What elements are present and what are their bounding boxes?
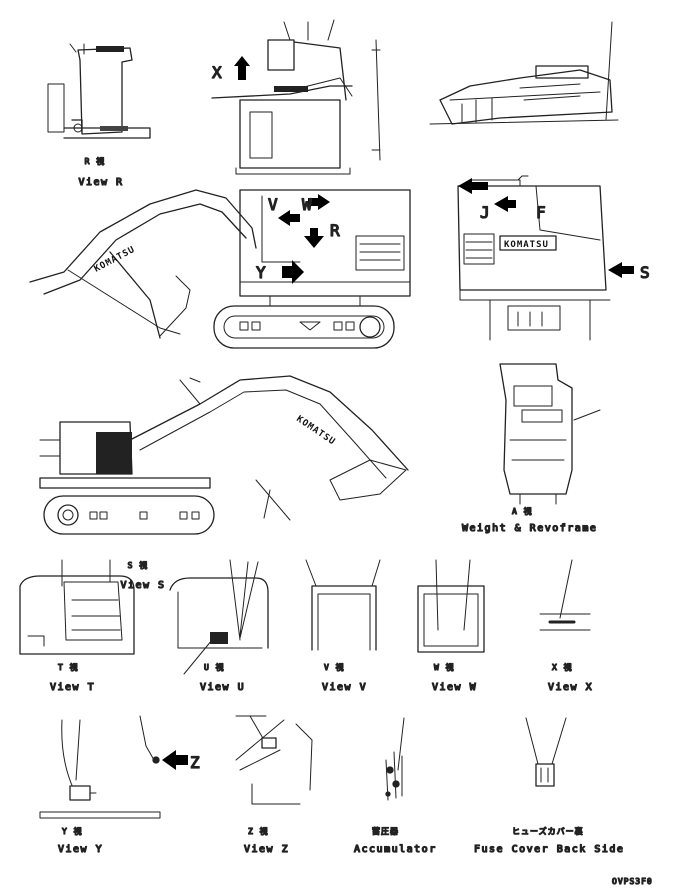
view-s-jp: S 視 — [128, 561, 149, 570]
view-s-label: View S — [120, 580, 165, 591]
view-a-jp: A 視 — [512, 507, 533, 516]
main-side-view-drawing: KOMATSU — [29, 189, 411, 349]
view-y-jp: Y 視 — [62, 827, 83, 836]
marker-s: S — [640, 263, 650, 282]
view-y-drawing — [39, 715, 161, 819]
marker-w: W — [302, 195, 312, 214]
accumulator-jp: 蓄圧器 — [372, 826, 399, 836]
marker-f: F — [536, 203, 546, 222]
arrow-w-right — [308, 194, 330, 210]
view-v-label: View V — [322, 682, 367, 693]
marker-j: J — [480, 203, 490, 222]
view-t-jp: T 視 — [58, 663, 79, 672]
fuse-cover-label: Fuse Cover Back Side — [474, 844, 624, 855]
view-w-jp: W 視 — [434, 663, 455, 672]
arrow-x-up — [234, 56, 250, 80]
top-right-view-drawing — [429, 21, 619, 125]
view-x-label: View X — [548, 682, 593, 693]
view-t-drawing — [19, 559, 135, 655]
brand-boom-lower: KOMATSU — [294, 414, 337, 447]
marker-v: V — [268, 195, 278, 214]
drawing-code: OVPS3F0 — [612, 877, 653, 886]
view-v-jp: V 視 — [324, 663, 345, 672]
view-x-drawing — [539, 559, 591, 631]
brand-boom-upper: KOMATSU — [93, 245, 137, 275]
view-r-drawing — [47, 43, 151, 139]
view-a-label: Weight & Revoframe — [462, 523, 597, 534]
view-y-label: View Y — [58, 844, 103, 855]
marker-r: R — [330, 221, 340, 240]
weight-revoframe-drawing — [499, 363, 601, 505]
view-u-jp: U 視 — [204, 663, 225, 672]
arrow-v-left — [278, 210, 300, 226]
view-t-label: View T — [50, 682, 95, 693]
fuse-cover-drawing — [525, 717, 567, 787]
view-w-label: View W — [432, 682, 477, 693]
arrow-j-left — [458, 178, 488, 194]
view-r-jp: R 視 — [85, 157, 106, 166]
arrow-y-right — [282, 260, 304, 284]
accumulator-drawing — [385, 717, 405, 801]
view-v-drawing — [305, 559, 381, 651]
view-z-jp: Z 視 — [248, 827, 269, 836]
view-r-label: View R — [78, 177, 123, 188]
arrow-f-right — [494, 196, 516, 212]
arrow-z-left — [162, 750, 188, 770]
fuse-cover-jp: ヒューズカバー裏 — [512, 826, 584, 836]
view-z-label: View Z — [244, 844, 289, 855]
marker-y: Y — [256, 263, 266, 282]
lower-side-view-drawing: KOMATSU — [39, 375, 409, 535]
accumulator-label: Accumulator — [354, 844, 437, 855]
view-u-label: View U — [200, 682, 245, 693]
marker-z: Z — [190, 753, 200, 772]
view-z-drawing — [235, 715, 313, 805]
arrow-down — [304, 228, 324, 248]
rear-view-drawing — [211, 19, 381, 175]
view-w-drawing — [417, 559, 485, 653]
cab-front-view-drawing: KOMATSU — [457, 175, 611, 341]
brand-cab-front: KOMATSU — [504, 240, 549, 250]
marker-x: X — [212, 63, 222, 82]
view-x-jp: X 視 — [552, 663, 573, 672]
view-u-drawing — [169, 559, 269, 675]
arrow-s-left — [608, 262, 634, 278]
